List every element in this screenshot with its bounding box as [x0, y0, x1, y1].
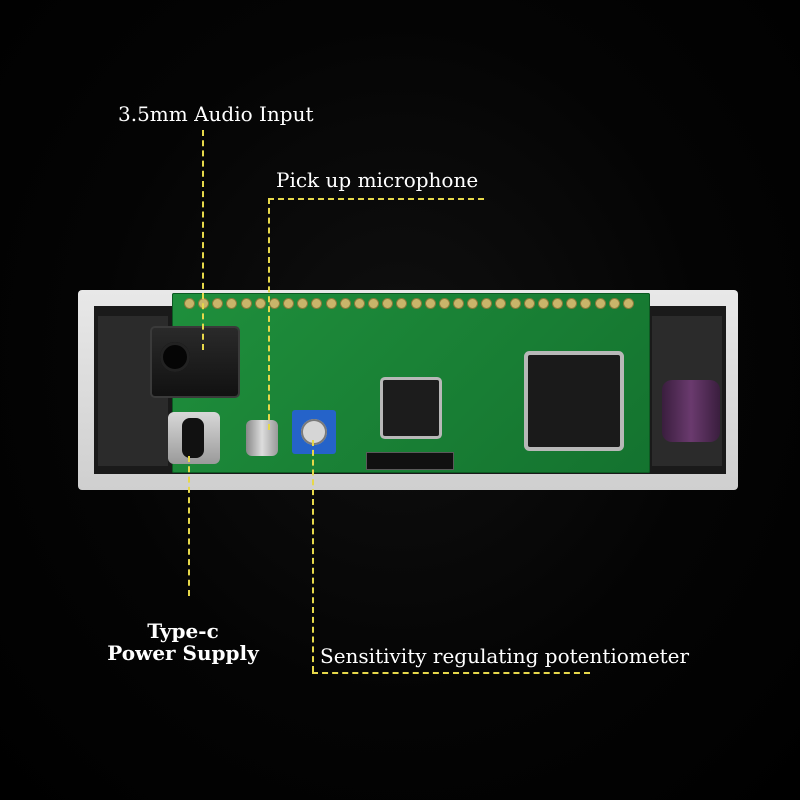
audio-jack-hole [160, 342, 190, 372]
pot-callout-vline [312, 440, 314, 672]
mic-callout-vline [268, 198, 270, 430]
small-chip [383, 380, 439, 436]
pot-callout-hline [312, 672, 590, 674]
pad-row [184, 298, 634, 312]
typec-label: Type-c Power Supply [100, 620, 266, 664]
potentiometer [292, 410, 336, 454]
microphone-label: Pick up microphone [276, 168, 479, 192]
capacitor [662, 380, 720, 442]
typec-callout-line [188, 456, 190, 596]
typec-label-line1: Type-c [147, 619, 219, 643]
microphone [246, 420, 278, 456]
large-chip [528, 355, 620, 447]
typec-label-line2: Power Supply [107, 641, 259, 665]
potentiometer-label: Sensitivity regulating potentiometer [320, 644, 690, 668]
usb-c-port [168, 412, 220, 464]
usb-c-slot [182, 418, 204, 458]
mic-callout-hline [268, 198, 484, 200]
header-pins [366, 452, 454, 470]
audio-callout-line [202, 130, 204, 350]
audio-jack [152, 328, 238, 396]
audio-input-label: 3.5mm Audio Input [118, 102, 314, 126]
potentiometer-knob [301, 419, 327, 445]
